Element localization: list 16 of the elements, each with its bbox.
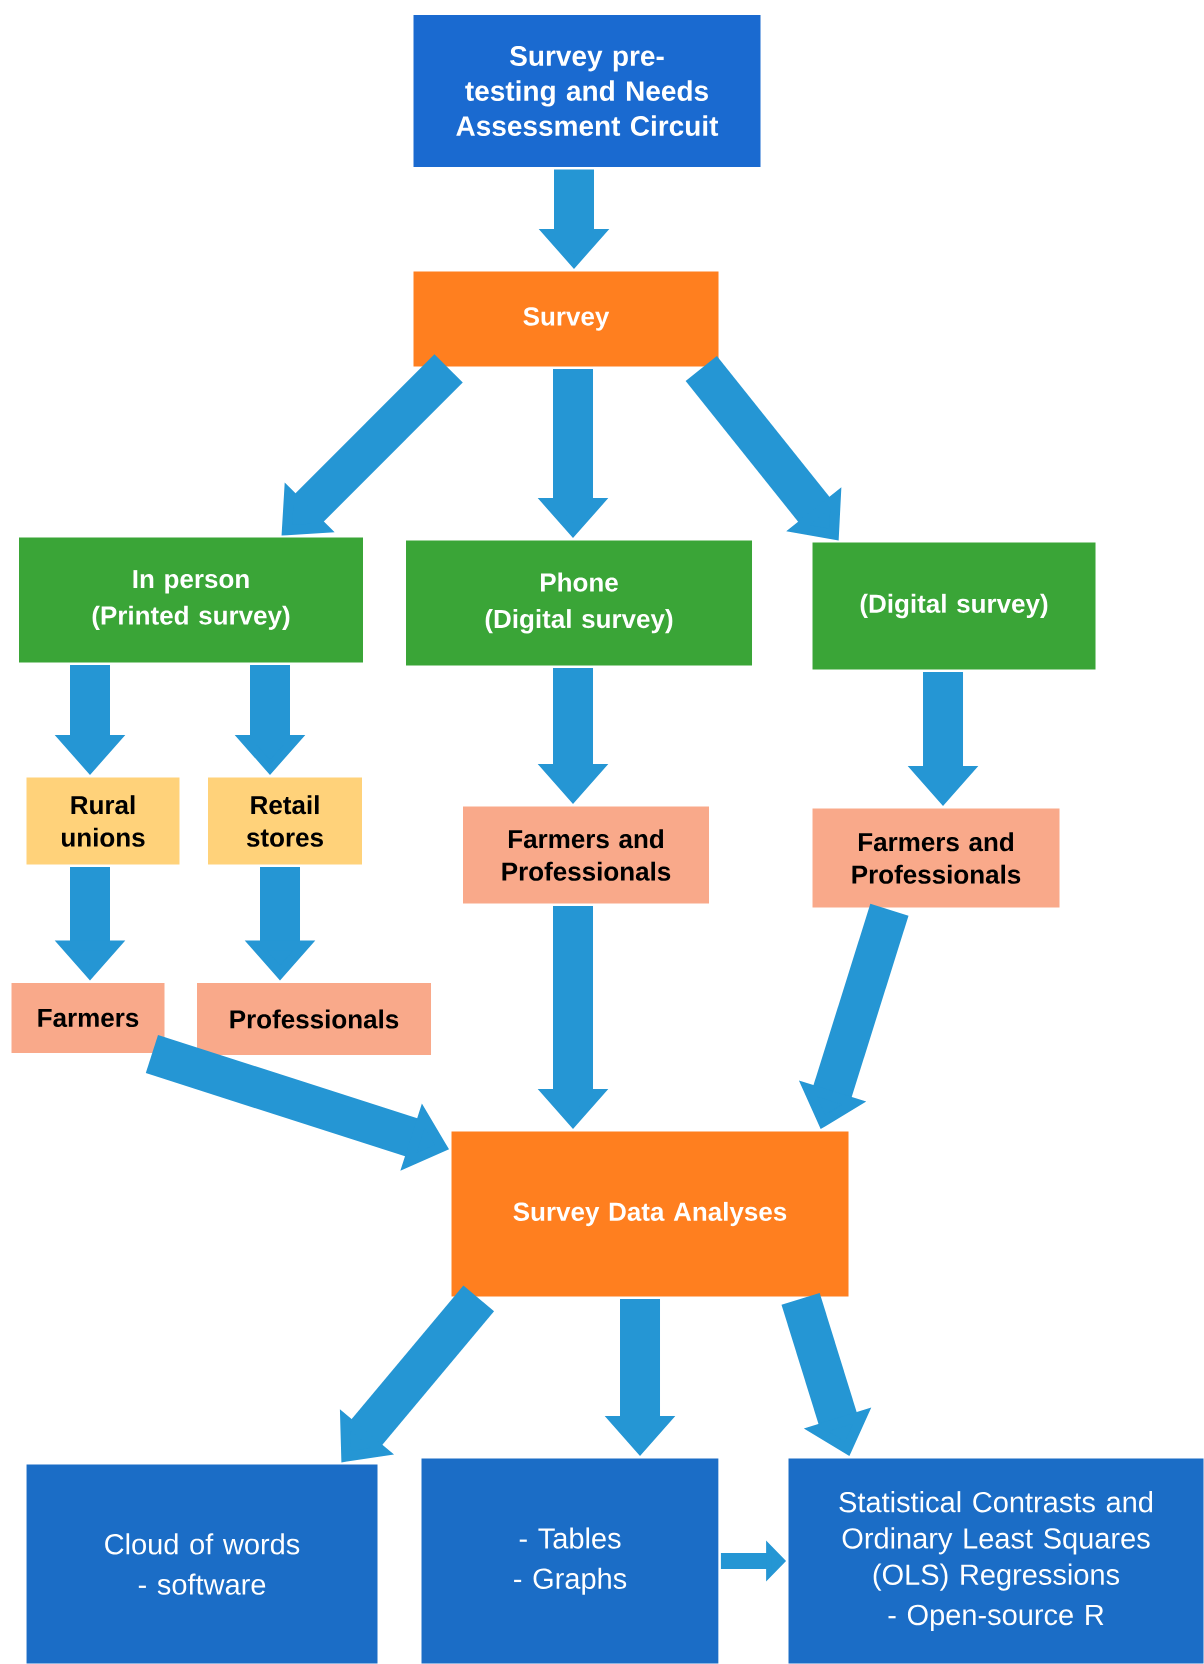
process-box: Survey Data Analyses <box>451 1131 849 1297</box>
respondent-box: Farmers and Professionals <box>463 806 709 904</box>
channel-box: Phone (Digital survey) <box>406 540 752 666</box>
respondent-box: Farmers <box>11 983 165 1053</box>
block-arrow <box>281 354 463 536</box>
respondent-box: Professionals <box>197 983 431 1055</box>
channel-box: In person (Printed survey) <box>19 537 363 663</box>
output-box: Cloud of words - software <box>26 1464 378 1664</box>
output-box: Statistical Contrasts and Ordinary Least Squares (OLS) Regressions - Open-source R <box>788 1458 1204 1664</box>
group-box: Retail stores <box>208 777 362 865</box>
channel-box: (Digital survey) <box>812 542 1096 670</box>
process-box: Survey pre-testing and Needs Assessment Circuit <box>413 15 761 167</box>
respondent-box: Farmers and Professionals <box>812 808 1060 908</box>
output-box: - Tables - Graphs <box>421 1458 719 1664</box>
process-box: Survey <box>413 271 719 367</box>
group-box: Rural unions <box>26 777 180 865</box>
